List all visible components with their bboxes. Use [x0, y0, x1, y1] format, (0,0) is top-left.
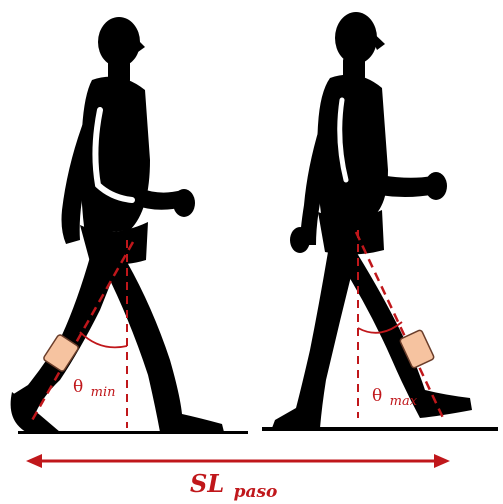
- theta-min-symbol: θ: [73, 377, 83, 397]
- theta-min-label: θ min: [73, 377, 116, 400]
- step-length-label: SL paso: [190, 469, 277, 502]
- theta-max-symbol: θ: [372, 386, 382, 406]
- step-length-arrow: [26, 454, 450, 468]
- arrowhead-left: [26, 454, 42, 468]
- theta-max-subscript: max: [390, 394, 418, 409]
- step-length-subscript: paso: [234, 482, 278, 502]
- walker-figure-right: [272, 12, 472, 428]
- arrowhead-right: [434, 454, 450, 468]
- walker-figure-left: [11, 17, 224, 432]
- theta-min-subscript: min: [91, 385, 116, 400]
- step-length-main: SL: [190, 469, 224, 498]
